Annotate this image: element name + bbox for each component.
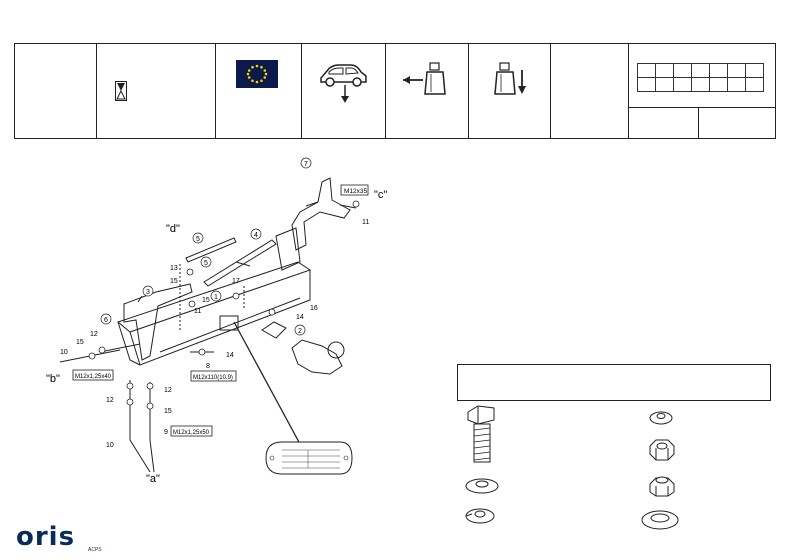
part-label-4: 4 — [254, 232, 258, 239]
part-label-7: 7 — [304, 161, 308, 168]
part-label-15d: 15 — [164, 408, 172, 415]
weight-vertical-arrow-icon — [494, 62, 526, 95]
part-label-10b: 10 — [106, 442, 114, 449]
header-cell-blank — [15, 44, 97, 138]
header-cell-car-load — [301, 44, 386, 138]
part-label-14: 14 — [296, 314, 304, 321]
header-divider-vertical — [698, 107, 699, 138]
part-label-12: 12 — [90, 331, 98, 338]
header-cell-blank-2 — [550, 44, 629, 138]
flat-washer-icon — [465, 478, 499, 494]
bolt-spec-m12x110: M12x110(10.9) — [193, 375, 233, 381]
part-label-14b: 14 — [226, 352, 234, 359]
part-label-12b: 12 — [164, 387, 172, 394]
bolt-spec-m12x1-25x50: M12x1,25x50 — [173, 430, 210, 436]
part-label-15: 15 — [170, 278, 178, 285]
hardware-legend-box — [457, 364, 771, 401]
part-label-2: 2 — [298, 328, 302, 335]
part-label-3: 3 — [146, 289, 150, 296]
hex-bolt-icon — [467, 405, 495, 463]
part-label-16: 16 — [310, 305, 318, 312]
part-label-15b: 15 — [202, 297, 210, 304]
part-label-15c: 15 — [76, 339, 84, 346]
part-label-17: 17 — [232, 278, 240, 285]
bolt-spec-m12x35: M12x35 — [344, 188, 368, 195]
plain-washer-icon — [649, 411, 673, 425]
part-label-1: 1 — [214, 294, 218, 301]
part-label-9: 9 — [164, 429, 168, 436]
callout-b: "b" — [46, 373, 60, 385]
part-label-6: 6 — [104, 317, 108, 324]
lock-nut-icon — [649, 476, 675, 497]
part-label-10: 10 — [60, 349, 68, 356]
hourglass-icon — [115, 81, 127, 101]
callout-c: "c" — [374, 189, 387, 201]
part-label-13: 13 — [170, 265, 178, 272]
callout-d: "d" — [166, 223, 180, 235]
oris-logo-sub: ACPS — [88, 547, 102, 553]
spring-washer-icon — [465, 508, 495, 524]
oris-logo: oris — [16, 522, 76, 552]
header-table — [14, 43, 776, 139]
header-divider — [628, 107, 776, 108]
part-label-12c: 12 — [106, 397, 114, 404]
bolt-spec-m12x1-25x40: M12x1,25x40 — [75, 374, 112, 380]
part-label-5b: 5 — [204, 260, 208, 267]
vehicle-code-grid — [637, 63, 764, 92]
header-cell-vertical-load — [468, 44, 551, 138]
header-cell-eu — [215, 44, 302, 138]
part-label-11b: 11 — [194, 308, 201, 315]
part-label-11: 11 — [362, 219, 369, 226]
eu-flag-icon — [236, 60, 278, 88]
weight-horizontal-arrow-icon — [403, 62, 446, 95]
header-cell-horizontal-load — [385, 44, 469, 138]
identification-plate — [265, 441, 353, 475]
hex-nut-icon — [649, 439, 675, 461]
car-vertical-load-icon — [320, 64, 367, 103]
part-label-5: 5 — [196, 236, 200, 243]
flange-washer-icon — [641, 510, 679, 530]
header-cell-hourglass — [96, 44, 216, 138]
part-label-8: 8 — [206, 363, 210, 370]
callout-a: "a" — [146, 473, 160, 485]
